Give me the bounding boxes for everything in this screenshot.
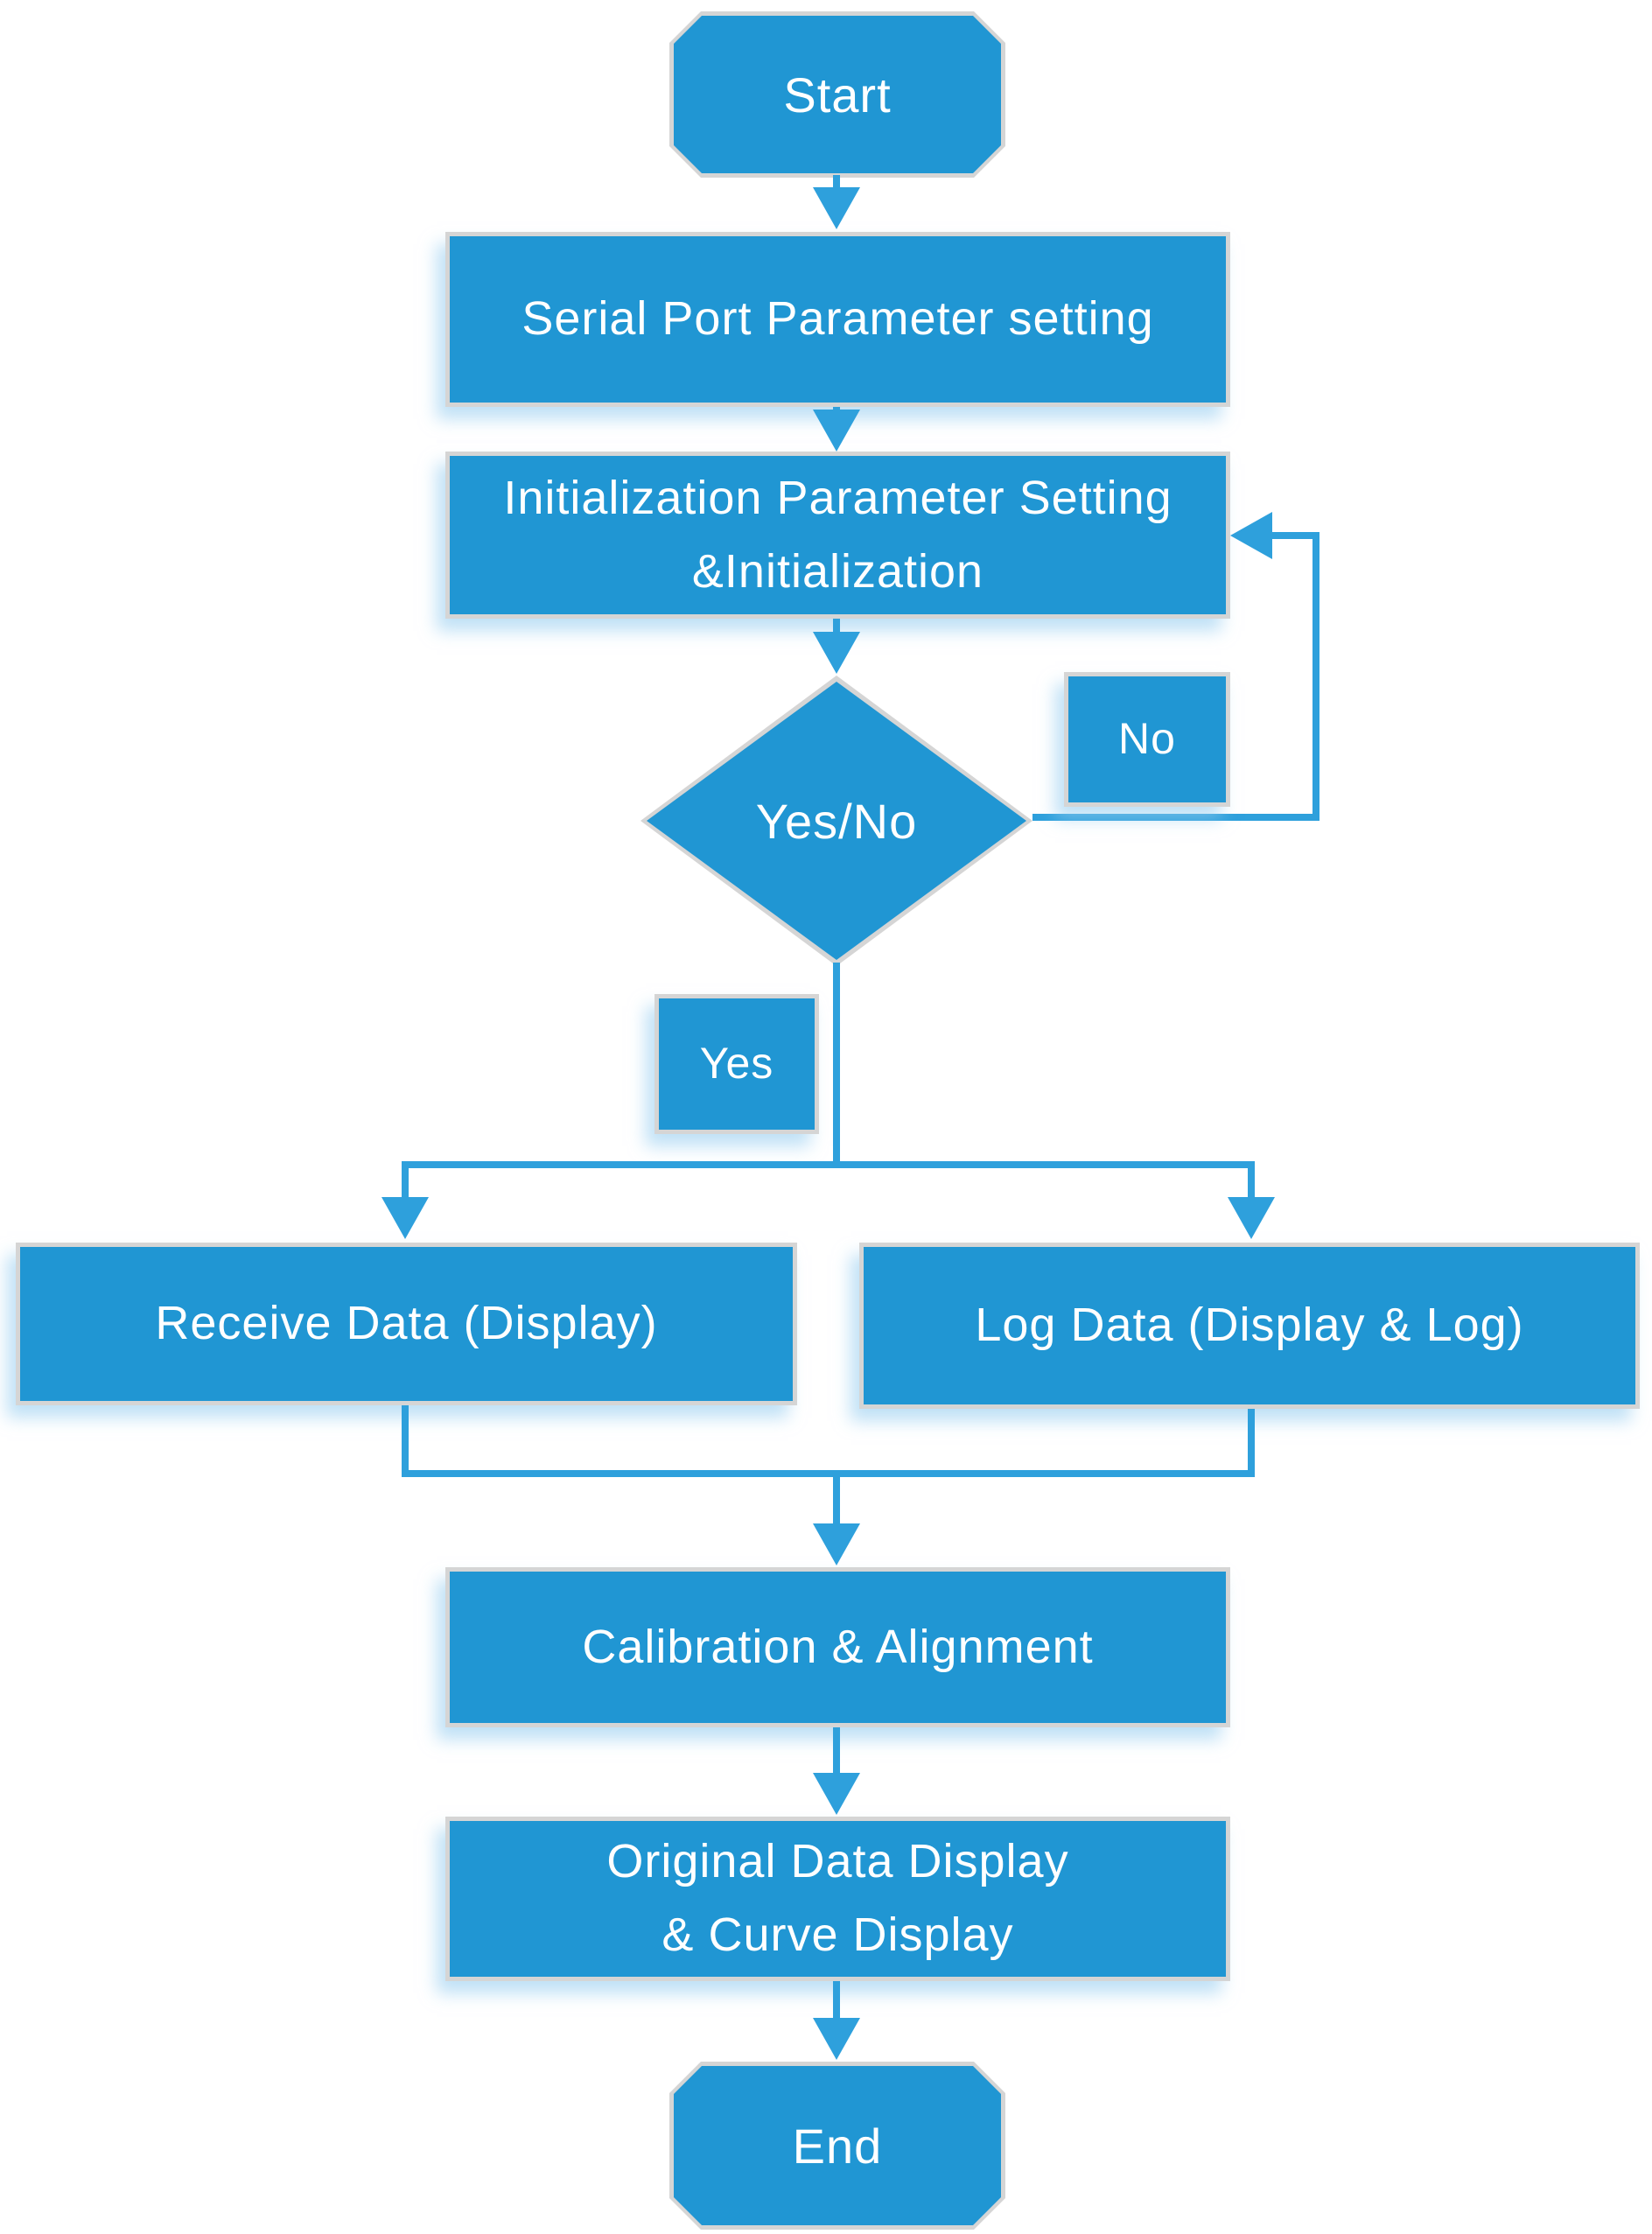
process-initialization: Initialization Parameter Setting &Initia…: [445, 452, 1230, 619]
arrowhead-down-icon: [1228, 1197, 1275, 1239]
decision-yes-no-label: Yes/No: [647, 682, 1026, 960]
process-calibration-alignment: Calibration & Alignment: [445, 1567, 1230, 1727]
arrowhead-down-icon: [813, 1773, 860, 1815]
arrowhead-down-icon: [813, 1523, 860, 1565]
connector-decision-branch: [833, 963, 840, 1168]
start-terminator-label: Start: [674, 16, 1001, 173]
label-yes: Yes: [654, 994, 819, 1134]
arrowhead-left-icon: [1230, 512, 1272, 559]
process-serial-port-setting: Serial Port Parameter setting: [445, 232, 1230, 407]
arrowhead-down-icon: [813, 187, 860, 229]
process-log-data: Log Data (Display & Log): [859, 1243, 1640, 1409]
arrowhead-down-icon: [382, 1197, 429, 1239]
start-terminator: Start: [669, 11, 1005, 178]
arrowhead-down-icon: [813, 2018, 860, 2060]
decision-yes-no: Yes/No: [640, 676, 1032, 966]
end-terminator-label: End: [674, 2066, 1001, 2225]
connector-branch-split: [402, 1161, 1255, 1168]
end-terminator: End: [669, 2062, 1005, 2230]
process-original-data-display: Original Data Display & Curve Display: [445, 1817, 1230, 1981]
arrowhead-down-icon: [813, 410, 860, 452]
arrowhead-down-icon: [813, 632, 860, 674]
process-receive-data: Receive Data (Display): [16, 1243, 797, 1405]
label-no: No: [1064, 672, 1230, 807]
